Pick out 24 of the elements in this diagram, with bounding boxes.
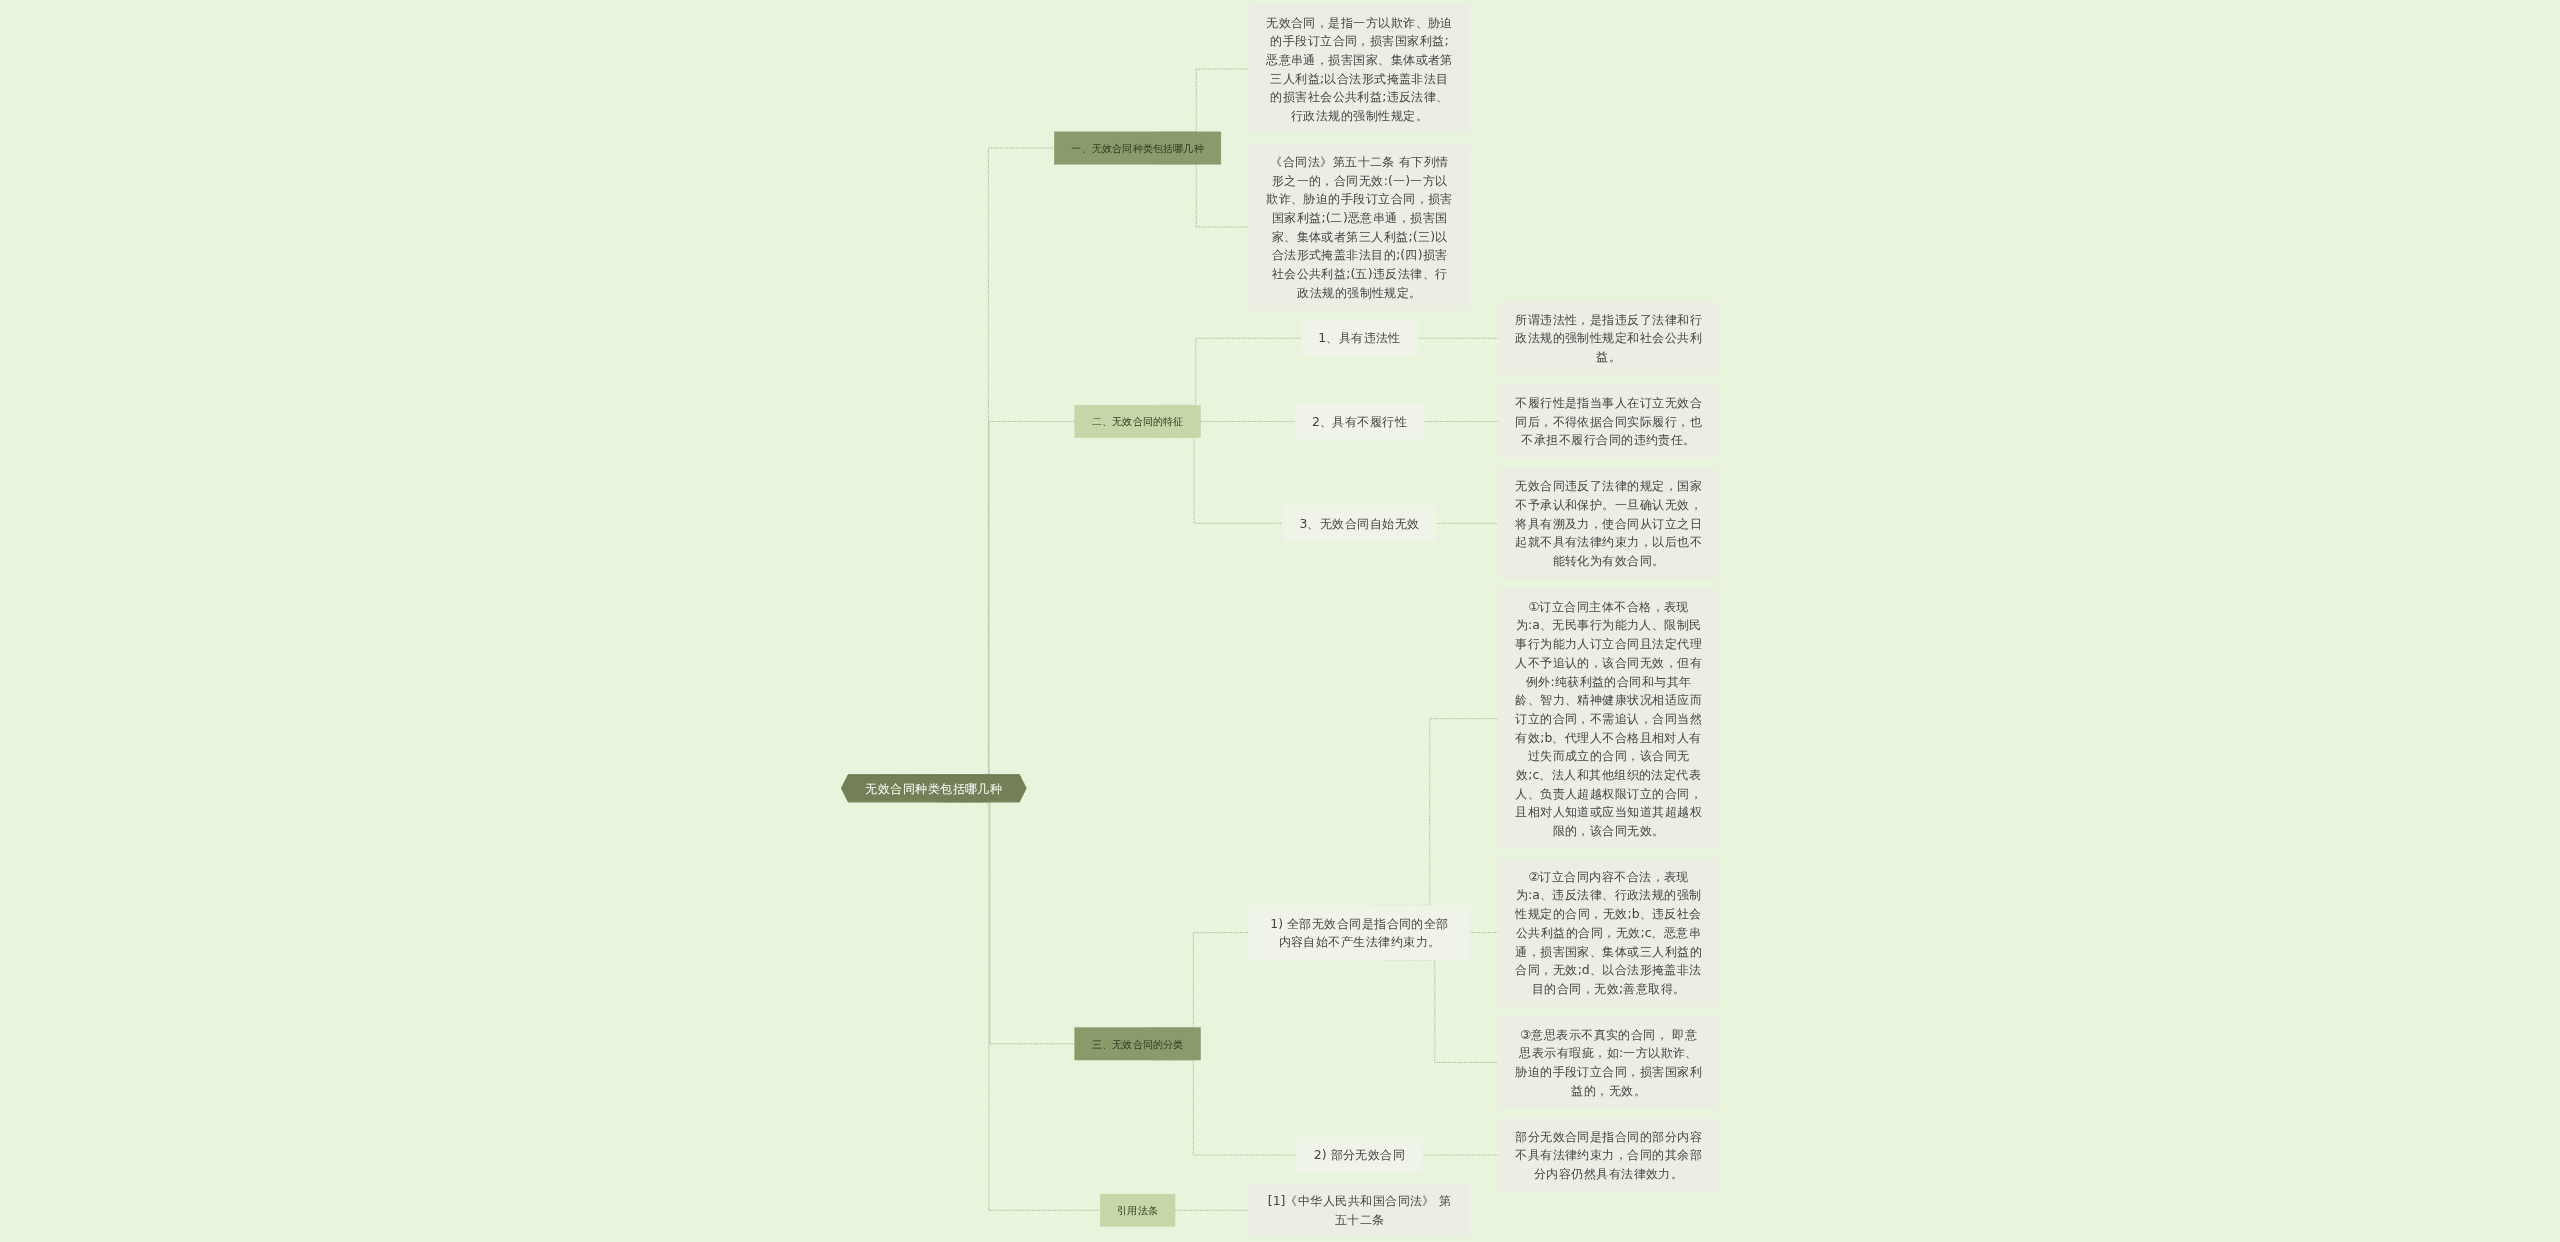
node-box: 三、无效合同的分类 <box>1074 1027 1201 1061</box>
connector <box>1423 421 1499 422</box>
node-box: 所谓违法性，是指违反了法律和行政法规的强制性规定和社会公共利益。 <box>1497 301 1719 376</box>
node-box: 部分无效合同是指合同的部分内容不具有法律约束力，合同的其余部分内容仍然具有法律效力。 <box>1497 1118 1719 1192</box>
node-box: 2、具有不履行性 <box>1294 403 1425 440</box>
node-box: ①订立合同主体不合格，表现为:a、无民事行为能力人、限制民事行为能力人订立合同且法定代理人不予追认的，该合同无效，但有例外:纯获利益的合同和与其年龄、智力、精神健康状况相适应而订立的合同，不需追认，合同当然有效;b、代理人不合格且相对人有过失而成立的合同，该合同无效;c、法人和其他组织的法定代表人、负责人超越权限订立的合同，且相对人知道或应当知道其超越权限的，该合同无效。 <box>1497 588 1719 849</box>
node-box: 二、无效合同的特征 <box>1074 405 1201 438</box>
node-box: 引用法条 <box>1099 1193 1175 1227</box>
node-box: 《合同法》第五十二条 有下列情形之一的，合同无效:(一)一方以欺诈、胁迫的手段订立合同，损害国家利益;(二)恶意串通，损害国家、集体或者第三人利益;(三)以合法形式掩盖非法目的;(四)损害社会公共利益;(五)违反法律、行政法规的强制性规定。 <box>1248 143 1470 311</box>
connector <box>1435 522 1499 524</box>
connector <box>1469 932 1499 934</box>
node-box: 无效合同，是指一方以欺诈、胁迫的手段订立合同，损害国家利益;恶意串通，损害国家、集体或者第三人利益;以合法形式掩盖非法目的损害社会公共利益;违反法律、行政法规的强制性规定。 <box>1248 4 1470 134</box>
connector <box>1174 1209 1250 1211</box>
node-box: 1、具有违法性 <box>1300 320 1418 357</box>
node-box: [1]《中华人民共和国合同法》 第五十二条 <box>1248 1182 1470 1238</box>
node-box: ②订立合同内容不合法，表现为:a、违反法律、行政法规的强制性规定的合同，无效;b、违反社会公共利益的合同，无效;c、恶意串通，损害国家、集体或三人利益的合同，无效;d、以合法形掩盖非法目的合同，无效;善意取得。 <box>1497 858 1719 1007</box>
node-box: 2) 部分无效合同 <box>1296 1136 1423 1174</box>
node-box: 1) 全部无效合同是指合同的全部内容自始不产生法律约束力。 <box>1248 905 1470 961</box>
connector <box>1199 421 1296 422</box>
node-box: ③意思表示不真实的合同， 即意思表示有瑕疵，如:一方以欺诈、胁迫的手段订立合同，损害国家利益的，无效。 <box>1497 1016 1719 1109</box>
connector <box>1417 337 1499 339</box>
node-box: 无效合同违反了法律的规定，国家不予承认和保护。一旦确认无效，将具有溯及力，使合同从订立之日起就不具有法律约束力，以后也不能转化为有效合同。 <box>1497 467 1719 579</box>
node-box: 3、无效合同自始无效 <box>1282 505 1437 542</box>
node-box: 不履行性是指当事人在订立无效合同后，不得依据合同实际履行，也不承担不履行合同的违约责任。 <box>1497 384 1719 459</box>
